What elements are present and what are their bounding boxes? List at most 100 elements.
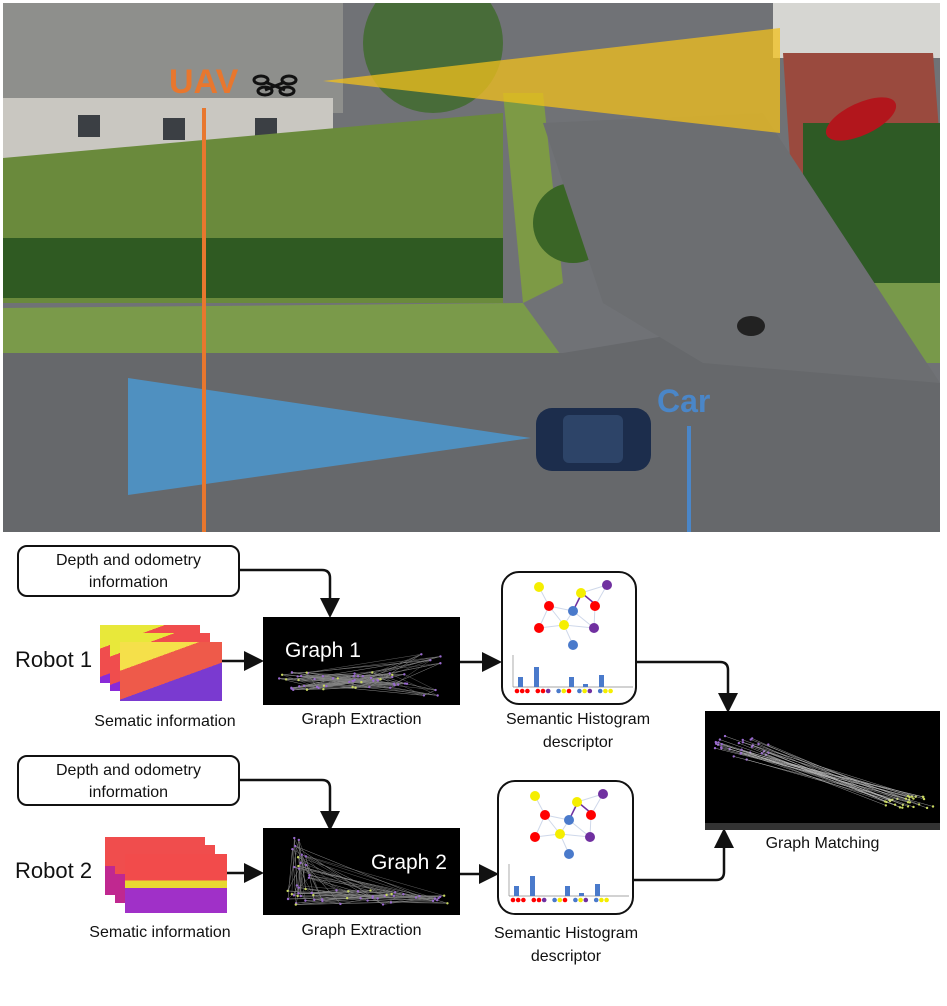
- graph-node: [313, 898, 316, 902]
- graph-node: [321, 675, 325, 678]
- graph-node: [372, 679, 375, 682]
- simulation-scene: UAV Car: [3, 3, 940, 532]
- histogram-bar: [530, 876, 535, 896]
- graph-node: [305, 671, 308, 674]
- graph-node: [296, 894, 299, 898]
- descriptor-node: [586, 810, 596, 820]
- descriptor-node: [540, 810, 550, 820]
- graph-node: [420, 653, 423, 656]
- graph-node: [368, 685, 371, 689]
- graph-node: [297, 867, 301, 870]
- depth-odometry-box-2: Depth and odometry information: [17, 755, 240, 806]
- descriptor-node: [555, 829, 565, 839]
- graph-node: [391, 675, 394, 679]
- graph-node: [322, 688, 325, 691]
- descriptor-node: [530, 791, 540, 801]
- graph-node: [352, 674, 355, 678]
- descriptor-node: [568, 606, 578, 616]
- graph-node: [300, 853, 303, 856]
- graph-node: [391, 673, 394, 677]
- graph-node: [322, 684, 326, 687]
- scene-drawing: [3, 3, 940, 532]
- semantic-info-label-2: Sematic information: [89, 924, 231, 941]
- descriptor-node: [559, 620, 569, 630]
- graph-node: [414, 896, 418, 899]
- histogram-bar: [569, 677, 574, 687]
- graph-node: [379, 678, 382, 681]
- graph-node: [304, 863, 308, 867]
- graph-node: [397, 683, 400, 686]
- graph-node: [353, 672, 356, 675]
- semantic-images-2: [105, 837, 227, 913]
- graph-node: [381, 903, 385, 906]
- graph-1-image: Graph 1: [263, 617, 460, 705]
- histogram-bar: [595, 884, 600, 896]
- graph-node: [308, 873, 311, 877]
- graph-node: [293, 836, 296, 840]
- histogram-bar: [599, 675, 604, 687]
- depth-odometry-box-1: Depth and odometry information: [17, 545, 240, 597]
- graph-node: [429, 659, 432, 662]
- graph-node: [297, 864, 300, 868]
- graph-node: [405, 682, 409, 685]
- graph-node: [422, 694, 426, 697]
- graph-node: [390, 892, 393, 896]
- graph-node: [345, 896, 349, 900]
- drone-icon: [252, 74, 298, 97]
- descriptor-node: [544, 601, 554, 611]
- graph-node: [366, 899, 369, 902]
- graph-node: [284, 678, 288, 681]
- histogram-bar: [579, 893, 584, 896]
- graph-node: [295, 884, 299, 887]
- graph-node: [418, 894, 421, 898]
- graph-node: [280, 673, 284, 676]
- graph-node: [392, 894, 396, 898]
- graph-node: [294, 844, 297, 848]
- graph-node: [437, 896, 440, 900]
- graph-node: [351, 685, 354, 689]
- graph-node: [312, 893, 315, 897]
- graph-node: [299, 674, 303, 678]
- graph-node: [297, 838, 301, 842]
- graph-node: [360, 680, 363, 684]
- graph-node: [348, 680, 351, 684]
- graph-node: [403, 682, 407, 685]
- graph-node: [353, 678, 356, 682]
- descriptor-node: [534, 623, 544, 633]
- graph-node: [299, 894, 303, 898]
- graph-node: [292, 894, 296, 897]
- descriptor-node: [602, 580, 612, 590]
- graph-node: [369, 676, 373, 680]
- descriptor-node: [572, 797, 582, 807]
- graph-node: [290, 892, 294, 896]
- graph-node: [336, 677, 339, 680]
- descriptor-label-2a: Semantic Histogram: [493, 925, 639, 942]
- graph-node: [331, 677, 335, 680]
- histogram-bar: [534, 667, 539, 687]
- graph-node: [293, 865, 296, 869]
- histogram-descriptor-2: [497, 780, 634, 915]
- descriptor-node: [530, 832, 540, 842]
- graph-node: [403, 673, 406, 676]
- graph-node: [313, 677, 316, 681]
- histogram-bar: [518, 677, 523, 687]
- graph-node: [277, 677, 281, 680]
- graph-node: [307, 876, 311, 879]
- graph-node: [291, 847, 294, 851]
- graph-node: [290, 687, 293, 690]
- graph-node: [302, 684, 306, 688]
- graph-node: [299, 861, 302, 865]
- graph-node: [385, 893, 388, 897]
- graph-node: [294, 903, 298, 906]
- graph-node: [351, 679, 354, 683]
- graph-node: [304, 899, 307, 902]
- descriptor-label-2b: descriptor: [530, 948, 602, 965]
- graph-node: [435, 898, 439, 902]
- graph-node: [304, 887, 307, 891]
- graph-node: [389, 901, 393, 904]
- graph-node: [439, 662, 442, 665]
- semantic-images-1: [100, 625, 222, 701]
- graph-node: [446, 902, 449, 905]
- graph-node: [371, 896, 374, 900]
- graph-extraction-label-1: Graph Extraction: [301, 711, 422, 728]
